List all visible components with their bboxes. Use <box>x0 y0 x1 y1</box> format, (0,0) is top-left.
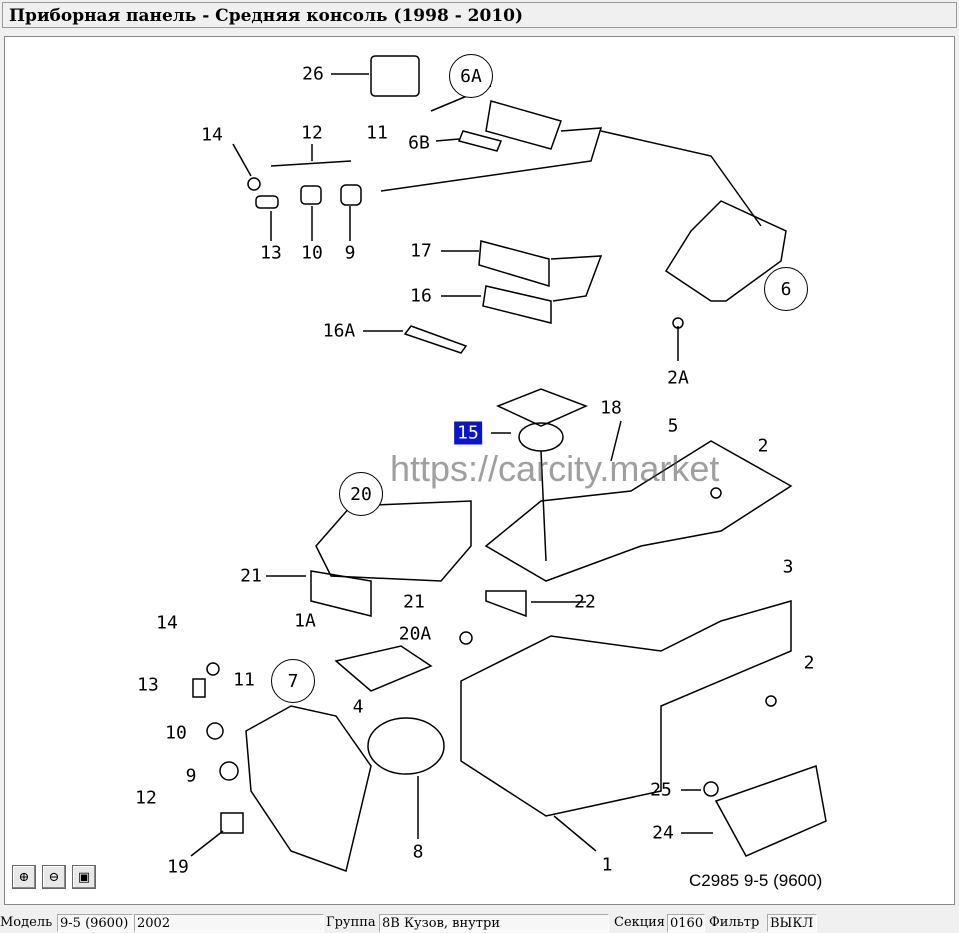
callout-6a[interactable]: 6A <box>449 54 493 98</box>
callout-18[interactable]: 18 <box>600 397 622 419</box>
model-label: Модель <box>0 915 53 930</box>
callout-22[interactable]: 22 <box>574 591 596 613</box>
zoom-in-icon: ⊕ <box>18 869 30 885</box>
callout-25[interactable]: 25 <box>650 779 672 801</box>
callout-10b[interactable]: 10 <box>165 722 187 744</box>
callout-2[interactable]: 2 <box>757 435 769 457</box>
callout-20a[interactable]: 20A <box>398 623 432 645</box>
callout-10[interactable]: 10 <box>301 242 323 264</box>
callout-15[interactable]: 15 <box>454 421 482 445</box>
callout-11b[interactable]: 11 <box>233 669 255 691</box>
callout-24[interactable]: 24 <box>652 822 674 844</box>
zoom-out-icon: ⊖ <box>48 869 60 885</box>
callout-14b[interactable]: 14 <box>156 612 178 634</box>
model-field: 9-5 (9600) <box>57 914 133 932</box>
callout-17[interactable]: 17 <box>410 240 432 262</box>
group-field: 8B Кузов, внутри <box>379 914 609 932</box>
callout-6b[interactable]: 6B <box>408 132 430 154</box>
zoom-out-button[interactable]: ⊖ <box>42 865 66 889</box>
callout-4[interactable]: 4 <box>352 696 364 718</box>
status-bar: Модель 9-5 (9600) 2002 Группа 8B Кузов, … <box>0 912 959 933</box>
callout-9[interactable]: 9 <box>344 242 356 264</box>
window-title: Приборная панель - Средняя консоль (1998… <box>2 2 957 28</box>
section-label: Секция <box>614 915 665 930</box>
callout-26[interactable]: 26 <box>302 63 324 85</box>
filter-label: Фильтр <box>709 915 760 930</box>
callout-20[interactable]: 20 <box>339 472 383 516</box>
callout-11[interactable]: 11 <box>366 122 388 144</box>
year-field: 2002 <box>134 914 324 932</box>
parts-diagram[interactable]: 26 6A 6B 14 12 11 13 10 9 17 16 6 16A 2A… <box>4 36 955 905</box>
callout-1a[interactable]: 1A <box>294 610 316 632</box>
watermark: https://carcity.market <box>390 448 720 489</box>
diagram-code: C2985 9-5 (9600) <box>689 871 823 890</box>
callout-1[interactable]: 1 <box>601 854 613 876</box>
callout-14[interactable]: 14 <box>201 124 223 146</box>
callout-6[interactable]: 6 <box>764 267 808 311</box>
section-field: 0160 <box>667 914 705 932</box>
callout-12b[interactable]: 12 <box>135 787 157 809</box>
fit-icon: ▣ <box>77 869 91 885</box>
callout-9b[interactable]: 9 <box>185 765 197 787</box>
callout-7[interactable]: 7 <box>271 659 315 703</box>
callout-2a[interactable]: 2A <box>667 367 689 389</box>
callout-15-highlight: 15 <box>454 421 482 445</box>
callout-8[interactable]: 8 <box>412 841 424 863</box>
callout-16[interactable]: 16 <box>410 285 432 307</box>
group-label: Группа <box>326 915 376 930</box>
filter-field: ВЫКЛ <box>767 914 817 932</box>
callout-21[interactable]: 21 <box>240 565 262 587</box>
callout-5[interactable]: 5 <box>667 415 679 437</box>
callout-3[interactable]: 3 <box>782 556 794 578</box>
callout-16a[interactable]: 16A <box>322 320 356 342</box>
zoom-in-button[interactable]: ⊕ <box>12 865 36 889</box>
callout-2b[interactable]: 2 <box>803 652 815 674</box>
callout-12[interactable]: 12 <box>301 122 323 144</box>
callout-19[interactable]: 19 <box>167 856 189 878</box>
callout-21b[interactable]: 21 <box>403 591 425 613</box>
callout-13b[interactable]: 13 <box>137 674 159 696</box>
fit-button[interactable]: ▣ <box>72 865 96 889</box>
callout-13[interactable]: 13 <box>260 242 282 264</box>
